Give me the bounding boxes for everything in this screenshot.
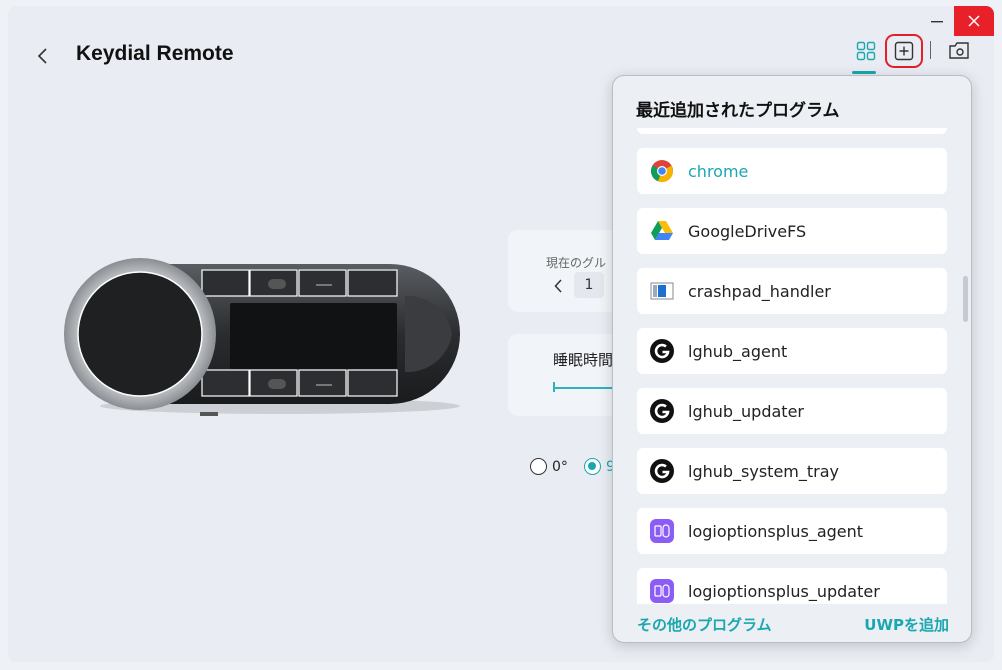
logitech-g-icon: [650, 339, 674, 363]
program-item-logioptionsplus-updater[interactable]: logioptionsplus_updater: [637, 568, 947, 604]
logi-options-icon: [650, 579, 674, 603]
active-tab-indicator: [852, 71, 876, 74]
program-name: logioptionsplus_agent: [688, 521, 864, 541]
google-drive-icon: [650, 219, 674, 243]
sleep-time-slider[interactable]: [553, 382, 623, 392]
program-item-app[interactable]: app: [637, 128, 947, 134]
chrome-icon: [650, 159, 674, 183]
radio-selected-icon: [584, 458, 601, 475]
close-button[interactable]: [954, 6, 994, 36]
program-name: lghub_system_tray: [688, 461, 840, 481]
minimize-icon: [931, 21, 943, 23]
program-name: GoogleDriveFS: [688, 221, 807, 241]
slider-track: [553, 387, 623, 389]
rotation-90-option[interactable]: 9: [584, 458, 615, 475]
group-number: 1: [574, 272, 604, 298]
keydial-device-image: [64, 258, 460, 416]
logi-options-icon: [650, 519, 674, 543]
grid-icon: [856, 41, 876, 61]
program-item-lghub-updater[interactable]: lghub_updater: [637, 388, 947, 434]
program-name: logioptionsplus_updater: [688, 581, 880, 601]
settings-icon: [949, 42, 969, 59]
page-title: Keydial Remote: [76, 42, 234, 65]
program-item-lghub-system-tray[interactable]: lghub_system_tray: [637, 448, 947, 494]
popup-footer: その他のプログラム UWPを追加: [613, 604, 971, 642]
current-group-label: 現在のグル: [546, 256, 607, 270]
group-prev-button[interactable]: [550, 276, 566, 296]
program-item-chrome[interactable]: chrome: [637, 148, 947, 194]
minimize-button[interactable]: [922, 8, 952, 36]
program-name: crashpad_handler: [688, 281, 831, 301]
rotation-0-option[interactable]: 0°: [530, 458, 568, 475]
add-uwp-link[interactable]: UWPを追加: [864, 616, 949, 634]
plus-square-icon: [894, 41, 914, 61]
close-icon: [968, 15, 980, 27]
rotation-0-label: 0°: [552, 458, 568, 475]
program-name: chrome: [688, 161, 749, 181]
grid-view-button[interactable]: [852, 36, 880, 66]
sleep-time-label: 睡眠時間: [553, 351, 614, 369]
program-item-logioptionsplus-agent[interactable]: logioptionsplus_agent: [637, 508, 947, 554]
logitech-g-icon: [650, 399, 674, 423]
program-item-lghub-agent[interactable]: lghub_agent: [637, 328, 947, 374]
slider-tick: [553, 382, 555, 392]
program-name: lghub_updater: [688, 401, 804, 421]
back-button[interactable]: [32, 44, 54, 68]
program-item-googledrivefs[interactable]: GoogleDriveFS: [637, 208, 947, 254]
app-window: Keydial Remote: [8, 6, 994, 662]
program-item-crashpad-handler[interactable]: crashpad_handler: [637, 268, 947, 314]
crashpad-icon: [650, 279, 674, 303]
popup-title: 最近追加されたプログラム: [636, 101, 840, 121]
radio-icon: [530, 458, 547, 475]
program-name: lghub_agent: [688, 341, 788, 361]
device-settings-button[interactable]: [944, 36, 974, 66]
toolbar-divider: [930, 41, 931, 59]
add-program-button[interactable]: [885, 34, 923, 68]
chevron-left-icon: [553, 279, 562, 293]
scrollbar-thumb[interactable]: [963, 276, 968, 322]
logitech-g-icon: [650, 459, 674, 483]
rotation-90-label: 9: [606, 458, 615, 475]
chevron-left-icon: [37, 48, 47, 64]
other-programs-link[interactable]: その他のプログラム: [637, 616, 772, 634]
